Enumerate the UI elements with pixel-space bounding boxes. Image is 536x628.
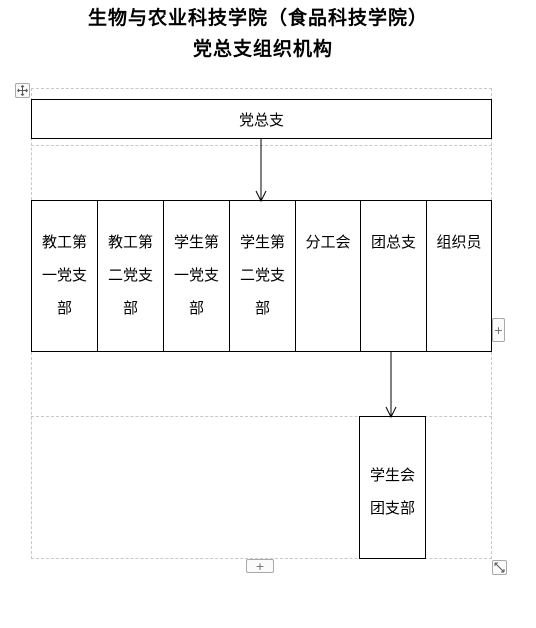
arrow-branch-to-sub-unit bbox=[385, 352, 397, 419]
table-grid-left-upper bbox=[31, 88, 32, 200]
add-row-handle[interactable]: + bbox=[246, 559, 274, 573]
resize-icon bbox=[494, 562, 505, 573]
org-branch-cell[interactable]: 团总支 bbox=[361, 201, 427, 351]
org-branches-row: 教工第一党支部 教工第二党支部 学生第一党支部 学生第二党支部 分工会 团总支 … bbox=[31, 200, 492, 352]
org-branch-cell[interactable]: 学生第一党支部 bbox=[164, 201, 230, 351]
plus-icon: + bbox=[255, 559, 265, 573]
org-branch-cell[interactable]: 学生第二党支部 bbox=[230, 201, 296, 351]
document-title-line-1: 生物与农业科技学院（食品科技学院） bbox=[87, 7, 428, 29]
arrow-top-to-branches bbox=[255, 139, 267, 203]
table-grid-bottom bbox=[31, 558, 492, 559]
table-grid-line-2 bbox=[31, 416, 492, 417]
org-sub-unit-label: 学生会团支部 bbox=[369, 466, 415, 517]
org-branch-cell[interactable]: 分工会 bbox=[296, 201, 361, 351]
org-branch-cell[interactable]: 教工第二党支部 bbox=[98, 201, 164, 351]
table-grid-right-lower bbox=[491, 352, 492, 559]
add-column-handle[interactable]: + bbox=[492, 318, 505, 342]
table-move-handle[interactable] bbox=[15, 83, 30, 98]
table-resize-handle[interactable] bbox=[492, 560, 507, 575]
table-grid-right-upper bbox=[491, 88, 492, 200]
org-top-box[interactable]: 党总支 bbox=[31, 99, 492, 139]
move-icon bbox=[17, 85, 28, 96]
table-grid-line-1 bbox=[31, 145, 492, 146]
org-branch-cell[interactable]: 组织员 bbox=[436, 233, 482, 251]
org-top-label: 党总支 bbox=[238, 110, 284, 129]
org-branch-cell[interactable]: 教工第一党支部 bbox=[32, 201, 98, 351]
document-title-line-2: 党总支组织机构 bbox=[192, 38, 333, 60]
plus-icon: + bbox=[493, 323, 504, 337]
org-sub-unit-box[interactable]: 学生会团支部 bbox=[359, 416, 426, 559]
table-grid-top bbox=[31, 88, 492, 89]
table-grid-left-lower bbox=[31, 352, 32, 559]
